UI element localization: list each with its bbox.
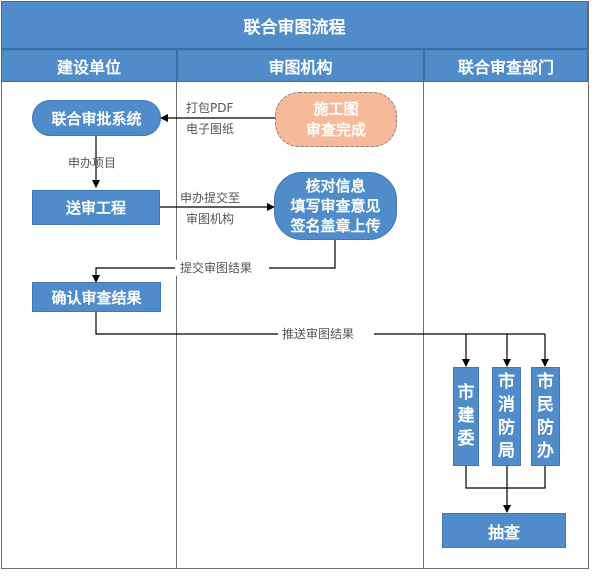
diagram-title: 联合审图流程 (1, 1, 588, 49)
city-fire-char-4: 局 (498, 440, 515, 461)
node-drawing-review-complete-line2: 审查完成 (305, 120, 366, 139)
city-civil-defense-char-2: 民 (537, 394, 554, 415)
edge-label-push-result: 推送审图结果 (282, 327, 355, 341)
node-spot-check: 抽查 (442, 513, 566, 548)
city-fire-char-3: 防 (498, 417, 515, 438)
edge-label-apply-project: 申办项目 (68, 156, 117, 170)
lane-divider-2 (423, 50, 424, 568)
node-verify-info-line1: 核对信息 (305, 177, 366, 195)
node-verify-info-line3: 签名盖章上传 (290, 217, 381, 235)
lane-divider-1 (176, 50, 177, 568)
city-construction-char-2: 建 (457, 406, 475, 426)
node-submit-project: 送审工程 (32, 190, 160, 225)
city-construction-char-1: 市 (457, 383, 475, 403)
node-city-fire-bureau: 市 消 防 局 (492, 367, 521, 466)
node-confirm-review-result: 确认审查结果 (32, 282, 161, 312)
node-verify-info-line2: 填写审查意见 (290, 197, 381, 215)
node-city-civil-defense-office: 市 民 防 办 (531, 367, 560, 466)
node-drawing-review-complete-line1: 施工图 (313, 99, 359, 118)
city-fire-char-1: 市 (498, 371, 515, 392)
edge-label-apply-submit-line1: 申办提交至 (180, 191, 241, 205)
city-civil-defense-char-1: 市 (537, 371, 554, 392)
node-joint-approval-system: 联合审批系统 (32, 100, 161, 136)
city-civil-defense-char-3: 防 (537, 417, 554, 438)
city-civil-defense-char-4: 办 (537, 440, 554, 461)
lane-header-joint-review-dept: 联合审查部门 (424, 49, 588, 82)
node-verify-info: 核对信息 填写审查意见 签名盖章上传 (274, 172, 397, 240)
city-construction-char-3: 委 (457, 429, 475, 449)
node-city-construction-committee: 市 建 委 (453, 367, 479, 466)
push-result-label-bg (278, 326, 374, 342)
edge-label-submit-result: 提交审图结果 (180, 261, 253, 275)
edge-label-pack-pdf-line2: 电子图纸 (186, 122, 235, 136)
node-drawing-review-complete: 施工图 审查完成 (275, 92, 397, 147)
edge-label-pack-pdf-line1: 打包PDF (186, 101, 234, 115)
lane-header-construction-unit: 建设单位 (1, 49, 177, 82)
submit-result-label-bg (175, 260, 269, 276)
lane-header-review-agency: 审图机构 (177, 49, 424, 82)
city-fire-char-2: 消 (498, 394, 515, 415)
edge-label-apply-submit-line2: 审图机构 (186, 212, 235, 226)
